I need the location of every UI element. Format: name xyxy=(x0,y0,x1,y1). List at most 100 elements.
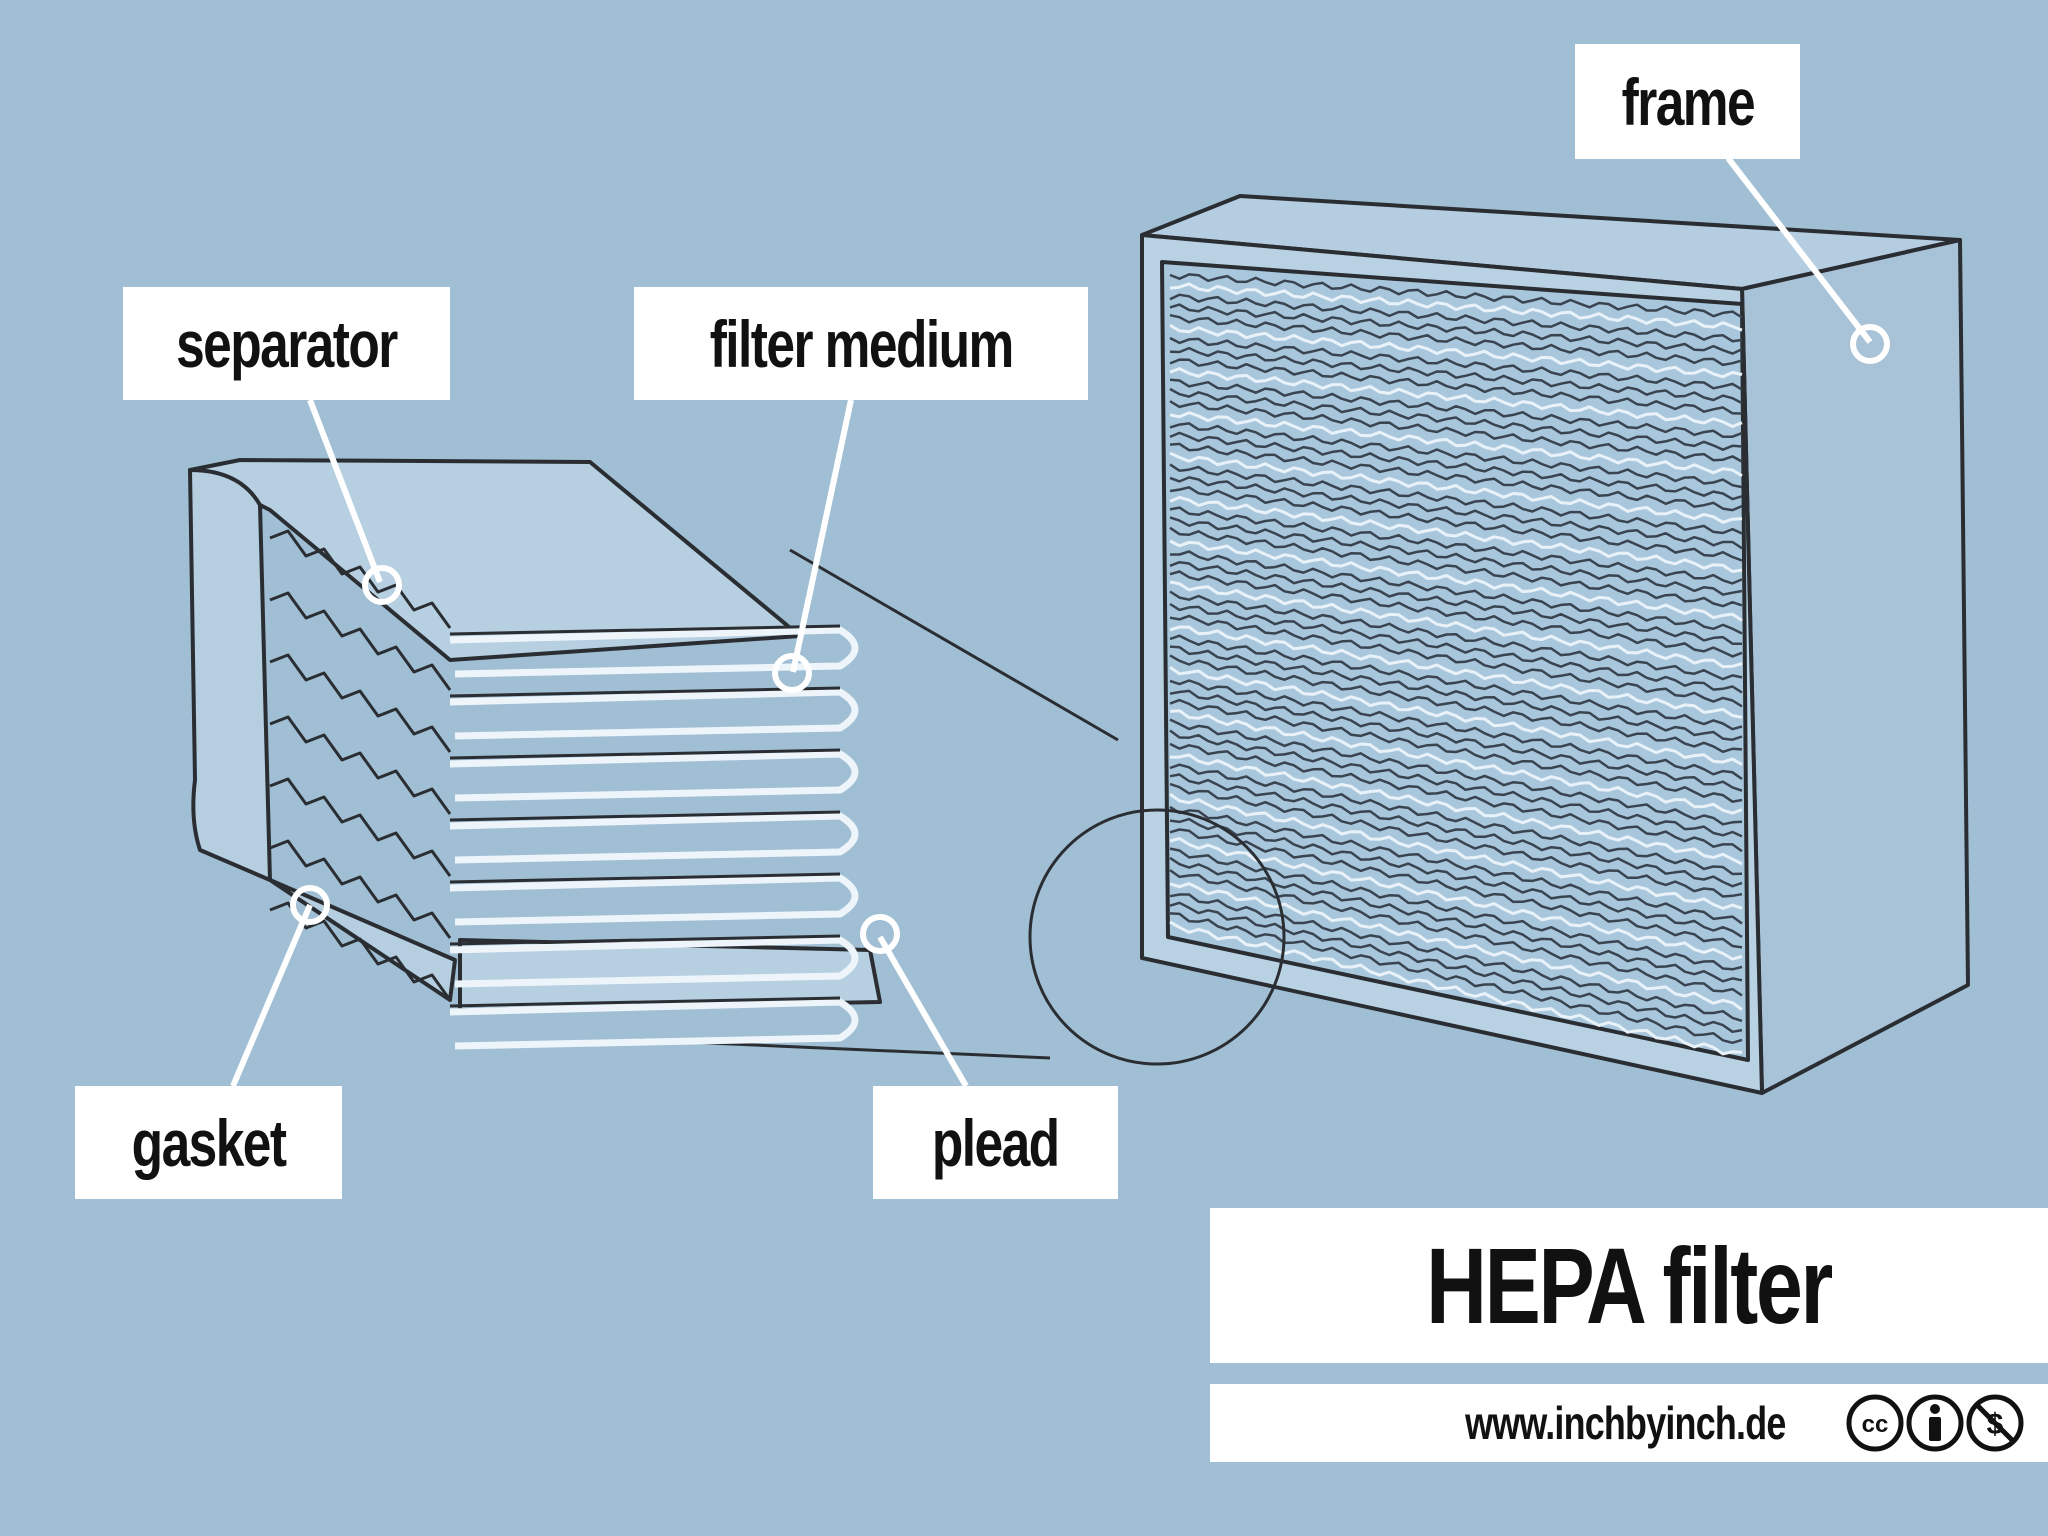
pleat-line xyxy=(1169,282,1743,332)
license-badges: cc $ xyxy=(1846,1394,2024,1452)
pleat-line xyxy=(1169,782,1743,898)
leader-plead xyxy=(877,935,969,1088)
pleat-line xyxy=(1169,869,1743,997)
pleat-line xyxy=(1169,303,1743,355)
leader-lines xyxy=(230,156,1890,1088)
pleat-line xyxy=(1169,411,1743,478)
pleat-line xyxy=(1169,729,1743,838)
gasket-side xyxy=(188,468,457,1002)
filter-medium-sheet xyxy=(449,812,859,864)
pleat-line xyxy=(1169,856,1743,983)
pleat-line xyxy=(1169,506,1743,585)
pleat-line xyxy=(1169,763,1743,876)
pleat-line xyxy=(1169,679,1743,781)
pleat-line xyxy=(1169,882,1743,1011)
svg-text:cc: cc xyxy=(1862,1411,1889,1438)
hepa-filter-unit xyxy=(639,194,1970,1095)
pleat-line xyxy=(1169,689,1743,792)
separator-zigzag xyxy=(269,715,452,815)
label-gasket-text: gasket xyxy=(131,1105,287,1180)
pleat-line xyxy=(1169,495,1743,573)
label-plead: plead xyxy=(873,1086,1118,1199)
filter-medium-sheet xyxy=(449,626,859,678)
pleat-line xyxy=(1169,358,1743,415)
leader-separator xyxy=(307,398,383,584)
label-frame: frame xyxy=(1575,44,1800,159)
separator-zigzag xyxy=(269,777,452,877)
separator-zigzag xyxy=(269,591,452,691)
detail-pleat-layers xyxy=(269,529,859,1050)
pleat-line xyxy=(1169,753,1743,866)
pleat-line xyxy=(1169,805,1743,925)
pleat-line xyxy=(1169,442,1743,512)
pleat-line xyxy=(1169,387,1743,451)
pleat-line xyxy=(1169,486,1743,562)
pleat-edge xyxy=(449,996,841,1008)
pleat-line xyxy=(1169,590,1743,681)
label-gasket: gasket xyxy=(75,1086,342,1199)
pleat-line xyxy=(1169,614,1743,708)
filter-detail-block xyxy=(188,458,882,1050)
separator-zigzag xyxy=(269,653,452,753)
pleat-line xyxy=(1169,313,1743,367)
pleat-line xyxy=(1169,837,1743,961)
frame-side-face xyxy=(1740,238,1970,1095)
pleat-line xyxy=(1169,654,1743,754)
label-plead-text: plead xyxy=(932,1105,1060,1180)
filter-medium-sheet xyxy=(449,936,859,988)
pleat-line xyxy=(1169,817,1743,938)
pleat-line xyxy=(1170,550,1743,635)
pleat-line xyxy=(1169,742,1743,853)
pleat-edge xyxy=(449,748,841,760)
pleat-line xyxy=(1169,346,1743,405)
pleat-line xyxy=(1169,526,1743,608)
pleat-line xyxy=(1169,463,1743,535)
separator-zigzag xyxy=(269,529,452,629)
label-separator-text: separator xyxy=(176,306,398,381)
leader-filter-medium xyxy=(790,399,854,673)
pleat-line xyxy=(1169,323,1743,379)
pleat-line xyxy=(1169,920,1743,1056)
noncommercial-icon: $ xyxy=(1966,1394,2024,1452)
pleat-edge xyxy=(449,810,841,822)
separator-zigzag xyxy=(269,839,452,939)
pleat-line xyxy=(1169,912,1743,1045)
filter-pleat-lines xyxy=(1169,273,1743,1056)
pleat-line xyxy=(1169,828,1743,949)
label-separator: separator xyxy=(123,287,450,400)
page-title: HEPA filter xyxy=(1426,1225,1834,1346)
pleat-line xyxy=(1169,539,1743,622)
pleat-line xyxy=(1169,516,1743,596)
pleat-line xyxy=(1169,431,1743,501)
filter-medium-sheet xyxy=(449,688,859,740)
leader-frame xyxy=(1725,156,1873,344)
pleat-line xyxy=(1169,570,1743,658)
attribution-icon xyxy=(1906,1394,1964,1452)
pleat-line xyxy=(1169,273,1743,319)
pleat-line xyxy=(1169,634,1743,731)
label-filter-medium-text: filter medium xyxy=(709,306,1015,381)
filter-medium-sheet xyxy=(449,750,859,802)
pleat-line xyxy=(1169,367,1743,428)
title-box: HEPA filter xyxy=(1210,1208,2048,1363)
pleat-line xyxy=(1169,698,1743,803)
pleat-line xyxy=(1169,709,1743,815)
pleat-line xyxy=(1169,451,1743,524)
marker-separator xyxy=(362,565,402,605)
marker-plead xyxy=(860,914,900,954)
pleat-line xyxy=(1169,560,1742,645)
pleat-edge xyxy=(449,686,841,698)
website-text: www.inchbyinch.de xyxy=(1464,1397,1786,1449)
pleat-line xyxy=(1169,625,1743,719)
pleat-edge xyxy=(449,624,841,636)
cc-icon: cc xyxy=(1846,1394,1904,1452)
marker-frame xyxy=(1850,324,1890,364)
magnifier-line-top xyxy=(789,548,1119,742)
magnifier-circle xyxy=(1028,808,1286,1066)
pleat-line xyxy=(1169,665,1743,766)
pleat-line xyxy=(1169,378,1743,439)
pleat-line xyxy=(1169,422,1743,489)
website-link[interactable]: www.inchbyinch.de xyxy=(1430,1392,1820,1454)
pleat-line xyxy=(1169,901,1743,1034)
